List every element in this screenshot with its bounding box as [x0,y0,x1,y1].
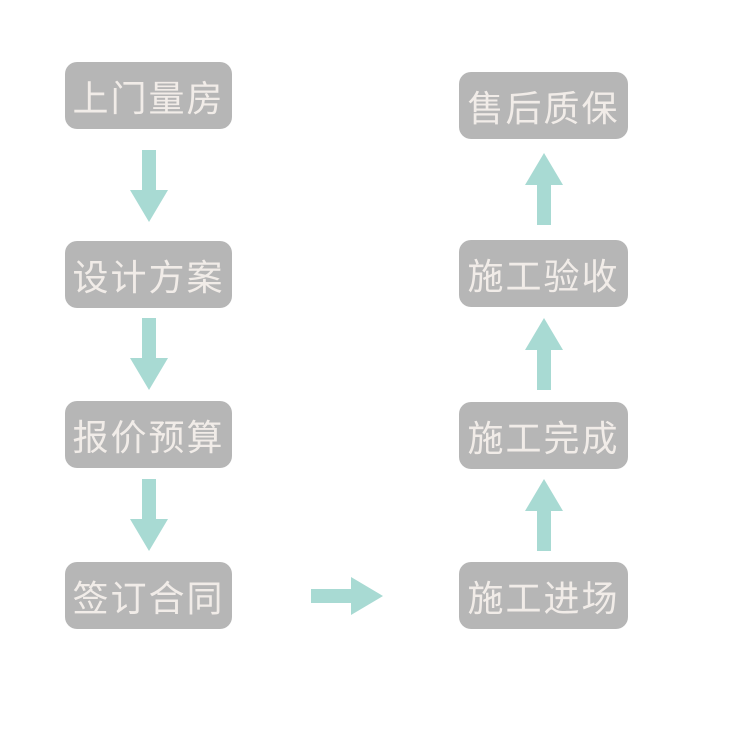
flow-step-start-construction: 施工进场 [459,562,628,629]
arrow-down-icon [130,318,168,390]
flow-step-quote: 报价预算 [65,401,232,468]
flow-step-acceptance: 施工验收 [459,240,628,307]
arrow-down-icon [130,479,168,551]
arrow-down-icon [130,150,168,222]
arrow-up-icon [525,153,563,225]
flow-step-label: 签订合同 [72,577,225,619]
flow-step-measure: 上门量房 [65,62,232,129]
flow-step-complete: 施工完成 [459,402,628,469]
flow-step-label: 施工进场 [467,577,620,619]
flow-step-label: 设计方案 [72,256,225,298]
arrow-up-icon [525,318,563,390]
flow-step-contract: 签订合同 [65,562,232,629]
flow-step-label: 售后质保 [467,87,620,129]
arrow-up-icon [525,479,563,551]
flow-step-design: 设计方案 [65,241,232,308]
flow-step-label: 施工验收 [467,255,620,297]
arrow-right-icon [311,577,383,615]
flow-step-label: 施工完成 [467,417,620,459]
flow-step-warranty: 售后质保 [459,72,628,139]
flow-step-label: 报价预算 [72,416,225,458]
flow-step-label: 上门量房 [72,77,225,119]
